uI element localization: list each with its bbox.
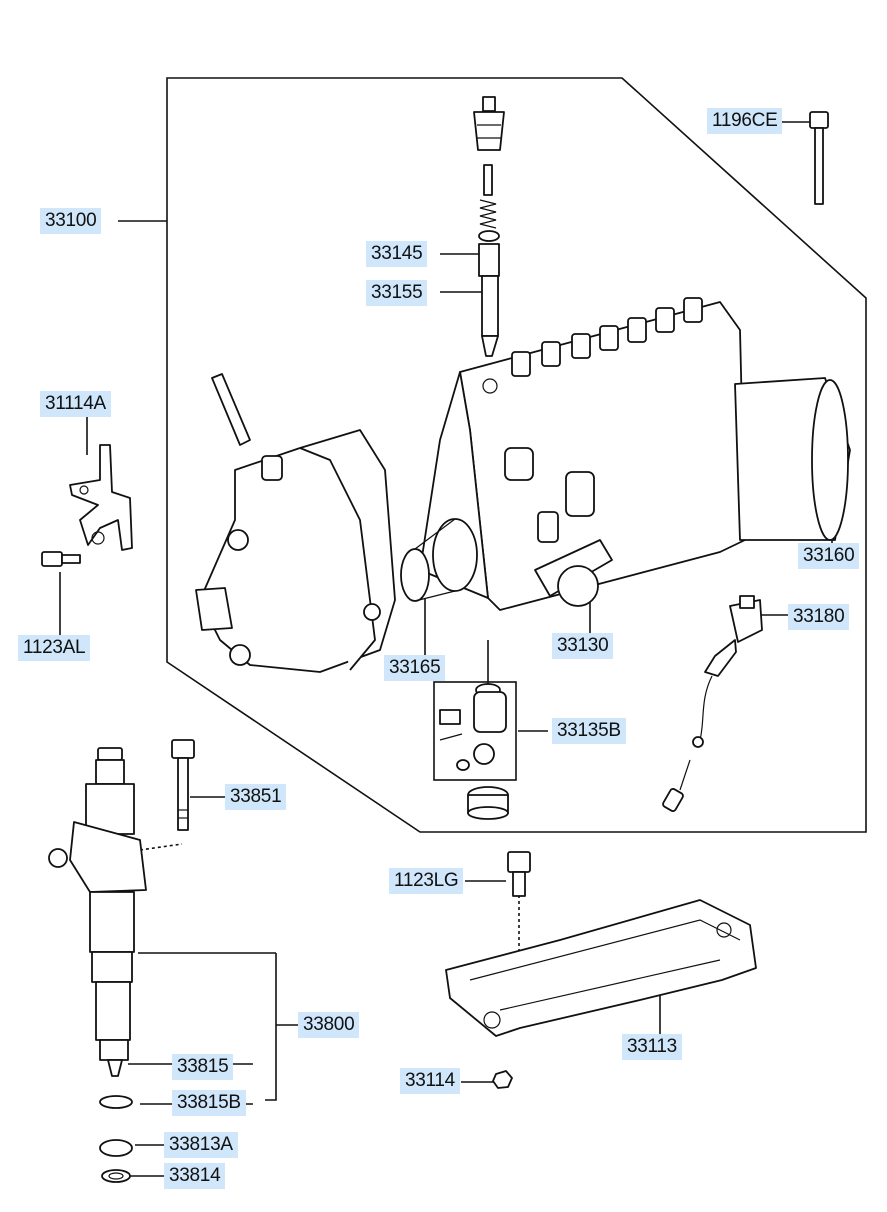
label-33813a: 33813A xyxy=(164,1132,238,1158)
label-1123lg: 1123LG xyxy=(389,868,464,894)
bolt-1196ce xyxy=(809,111,829,205)
label-31114a: 31114A xyxy=(40,391,111,417)
label-33160: 33160 xyxy=(798,543,860,569)
label-33800: 33800 xyxy=(298,1012,360,1038)
label-33165: 33165 xyxy=(384,655,446,681)
leader-lines xyxy=(59,121,833,1177)
label-1196ce: 1196CE xyxy=(707,108,783,134)
governor-housing xyxy=(195,373,396,673)
label-33851: 33851 xyxy=(225,784,287,810)
label-33815b: 33815B xyxy=(172,1090,246,1116)
solenoid-33135b xyxy=(433,681,517,820)
label-33180: 33180 xyxy=(788,604,850,630)
delivery-valve-stack xyxy=(473,96,505,357)
injector-33800 xyxy=(48,747,147,1077)
label-33145: 33145 xyxy=(366,241,428,267)
label-33814: 33814 xyxy=(164,1163,226,1189)
assembly-boundary xyxy=(166,77,867,833)
switch-33180 xyxy=(662,595,763,812)
washers xyxy=(99,1095,133,1183)
label-33135b: 33135B xyxy=(552,718,626,744)
label-33130: 33130 xyxy=(552,633,614,659)
bolt-1123lg xyxy=(507,851,531,897)
label-33113: 33113 xyxy=(622,1034,682,1060)
label-33114: 33114 xyxy=(400,1068,460,1094)
label-33155: 33155 xyxy=(366,280,428,306)
label-1123al: 1123AL xyxy=(18,635,91,661)
bolt-33851 xyxy=(139,739,195,851)
bracket-33113 xyxy=(445,899,757,1037)
label-33100: 33100 xyxy=(40,208,102,234)
nut-33114 xyxy=(492,1070,513,1089)
injection-pump xyxy=(400,297,851,611)
bolt-1123al xyxy=(41,551,81,567)
label-33815: 33815 xyxy=(172,1054,234,1080)
bracket-31114a xyxy=(69,444,133,551)
